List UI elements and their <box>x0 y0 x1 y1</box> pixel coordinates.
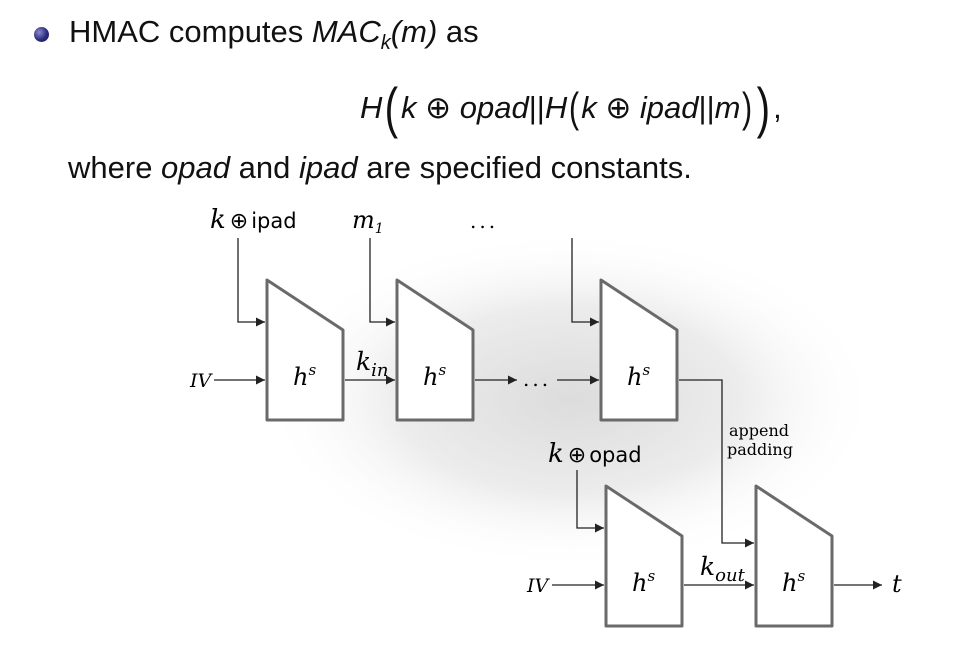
mac-subscript: k <box>380 31 391 54</box>
where-line: where opad and ipad are specified consta… <box>68 148 692 188</box>
hmac-diagram: hs hs hs hs hs k⊕ipad m1 ... k⊕opad IV I… <box>189 205 902 628</box>
formula-open-paren-inner: ( <box>569 84 580 131</box>
block-4 <box>604 484 684 628</box>
block-5 <box>754 484 834 628</box>
formula-inner-h: H <box>544 90 568 125</box>
formula-m: m <box>714 90 741 125</box>
arrow-mn <box>571 238 599 327</box>
arrow-append-padding <box>679 379 754 548</box>
formula-xor2: ⊕ <box>596 90 640 125</box>
append-label: append <box>729 421 789 440</box>
block-2-label: hs <box>423 361 446 391</box>
chain-ellipsis: ... <box>523 367 551 391</box>
formula-outer-h: H <box>360 90 383 125</box>
output-t-label: t <box>892 570 902 598</box>
formula-open-paren-outer: ( <box>385 76 399 139</box>
where-mid: and <box>230 150 299 185</box>
k-out-label: kout <box>700 552 746 586</box>
where-opad: opad <box>161 150 231 185</box>
bullet-line: HMAC computes MACk(m) as <box>34 10 479 58</box>
input-k-opad: k⊕opad <box>548 439 642 469</box>
formula-close-paren-inner: ) <box>742 84 753 131</box>
input-m1: m1 <box>352 206 384 237</box>
arrow-k-opad <box>576 470 604 533</box>
formula-close-paren-outer: ) <box>757 76 771 139</box>
block-3-label: hs <box>627 361 650 391</box>
block-3 <box>599 278 679 422</box>
bullet-prefix: HMAC computes <box>69 13 312 49</box>
where-ipad: ipad <box>298 150 358 185</box>
input-k-ipad: k⊕ipad <box>210 205 297 235</box>
arrow-m1 <box>369 238 395 327</box>
block-1 <box>265 278 345 422</box>
bullet-suffix: as <box>437 13 479 49</box>
block-2 <box>395 278 475 422</box>
formula-k2: k <box>581 90 597 125</box>
formula-comma: , <box>773 90 782 125</box>
bullet-text: HMAC computes MACk(m) as <box>69 14 479 55</box>
formula-opad: opad <box>459 90 529 125</box>
padding-label: padding <box>727 440 793 459</box>
formula-k1: k <box>401 90 417 125</box>
formula-concat2: || <box>698 90 715 125</box>
mac-symbol: MAC <box>311 13 381 49</box>
block-4-label: hs <box>632 567 655 597</box>
formula-concat1: || <box>528 90 545 125</box>
block-1-label: hs <box>293 361 316 391</box>
bullet-dot-icon <box>34 26 49 42</box>
iv2-label: IV <box>526 575 551 597</box>
formula-xor1: ⊕ <box>416 90 460 125</box>
iv-label: IV <box>189 370 214 392</box>
arrow-k-ipad <box>237 238 265 327</box>
hmac-formula: H(k ⊕ opad||H(k ⊕ ipad||m)), <box>360 78 782 138</box>
input-top-ellipsis: ... <box>470 209 498 233</box>
block-5-label: hs <box>782 567 805 597</box>
where-post: are specified constants. <box>357 150 692 185</box>
mac-argument: (m) <box>390 13 438 49</box>
where-pre: where <box>68 150 162 185</box>
formula-ipad: ipad <box>639 90 699 125</box>
k-in-label: kin <box>356 347 389 381</box>
